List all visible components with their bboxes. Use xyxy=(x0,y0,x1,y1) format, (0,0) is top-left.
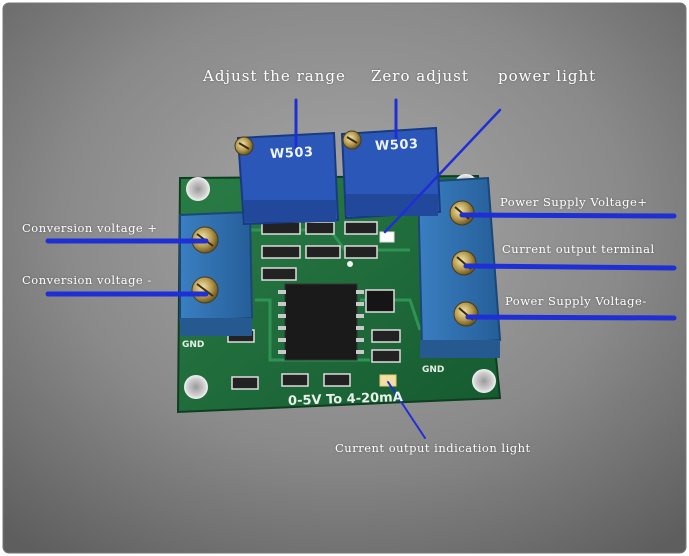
range-potentiometer xyxy=(234,131,340,226)
pointer-lines xyxy=(45,98,677,439)
power-led xyxy=(379,231,395,243)
pointer-power-light xyxy=(383,108,502,234)
ic-chip xyxy=(278,283,364,361)
gnd-label: GND xyxy=(182,340,205,350)
label-power-supply-voltage-plus: Power Supply Voltage+ xyxy=(500,195,648,209)
pointer-current-output xyxy=(463,263,677,271)
label-adjust-range: Adjust the range xyxy=(203,67,346,85)
mounting-hole xyxy=(184,375,208,399)
pointer-psv-plus xyxy=(459,212,677,219)
label-zero-adjust: Zero adjust xyxy=(371,67,469,85)
label-power-light: power light xyxy=(498,67,597,85)
label-current-output-indication-light: Current output indication light xyxy=(335,441,531,455)
pointer-psv-minus xyxy=(465,314,677,321)
mounting-hole xyxy=(472,369,496,393)
label-conversion-voltage-minus: Conversion voltage - xyxy=(22,273,152,287)
zero-potentiometer xyxy=(340,126,442,220)
label-current-output-terminal: Current output terminal xyxy=(502,242,655,256)
zero-pot-label: W503 xyxy=(374,136,419,155)
gnd-label: GND xyxy=(422,365,445,375)
label-conversion-voltage-plus: Conversion voltage + xyxy=(22,221,158,235)
range-pot-label: W503 xyxy=(269,144,314,163)
smd-components xyxy=(227,221,401,390)
label-power-supply-voltage-minus: Power Supply Voltage- xyxy=(505,294,647,308)
pointer-indicator-light xyxy=(387,381,426,439)
mounting-hole xyxy=(186,177,210,201)
current-output-led xyxy=(379,374,397,387)
left-terminal-block xyxy=(179,210,254,336)
